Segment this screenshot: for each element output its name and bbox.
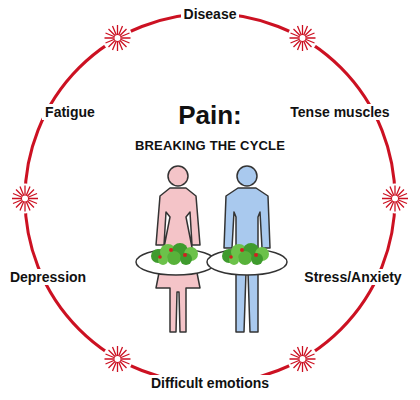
starburst [288, 23, 318, 53]
cycle-stage: Depression [7, 269, 89, 285]
starburst [288, 344, 318, 374]
salad-plate [207, 243, 287, 275]
cycle-stage: Fatigue [42, 104, 98, 120]
woman-figure [156, 166, 200, 332]
cycle-stage: Disease [181, 6, 240, 22]
subtitle-text: BREAKING THE CYCLE [132, 139, 288, 154]
salad-plate [136, 243, 216, 275]
starburst [103, 23, 133, 53]
starburst [10, 184, 40, 214]
starburst [380, 184, 410, 214]
starburst [103, 344, 133, 374]
cycle-ring [25, 14, 395, 384]
cycle-stage: Stress/Anxiety [301, 269, 404, 285]
cycle-stage: Difficult emotions [148, 375, 272, 391]
diagram-title: Pain: [175, 101, 245, 131]
cycle-stage: Tense muscles [287, 104, 392, 120]
man-figure [224, 166, 270, 332]
